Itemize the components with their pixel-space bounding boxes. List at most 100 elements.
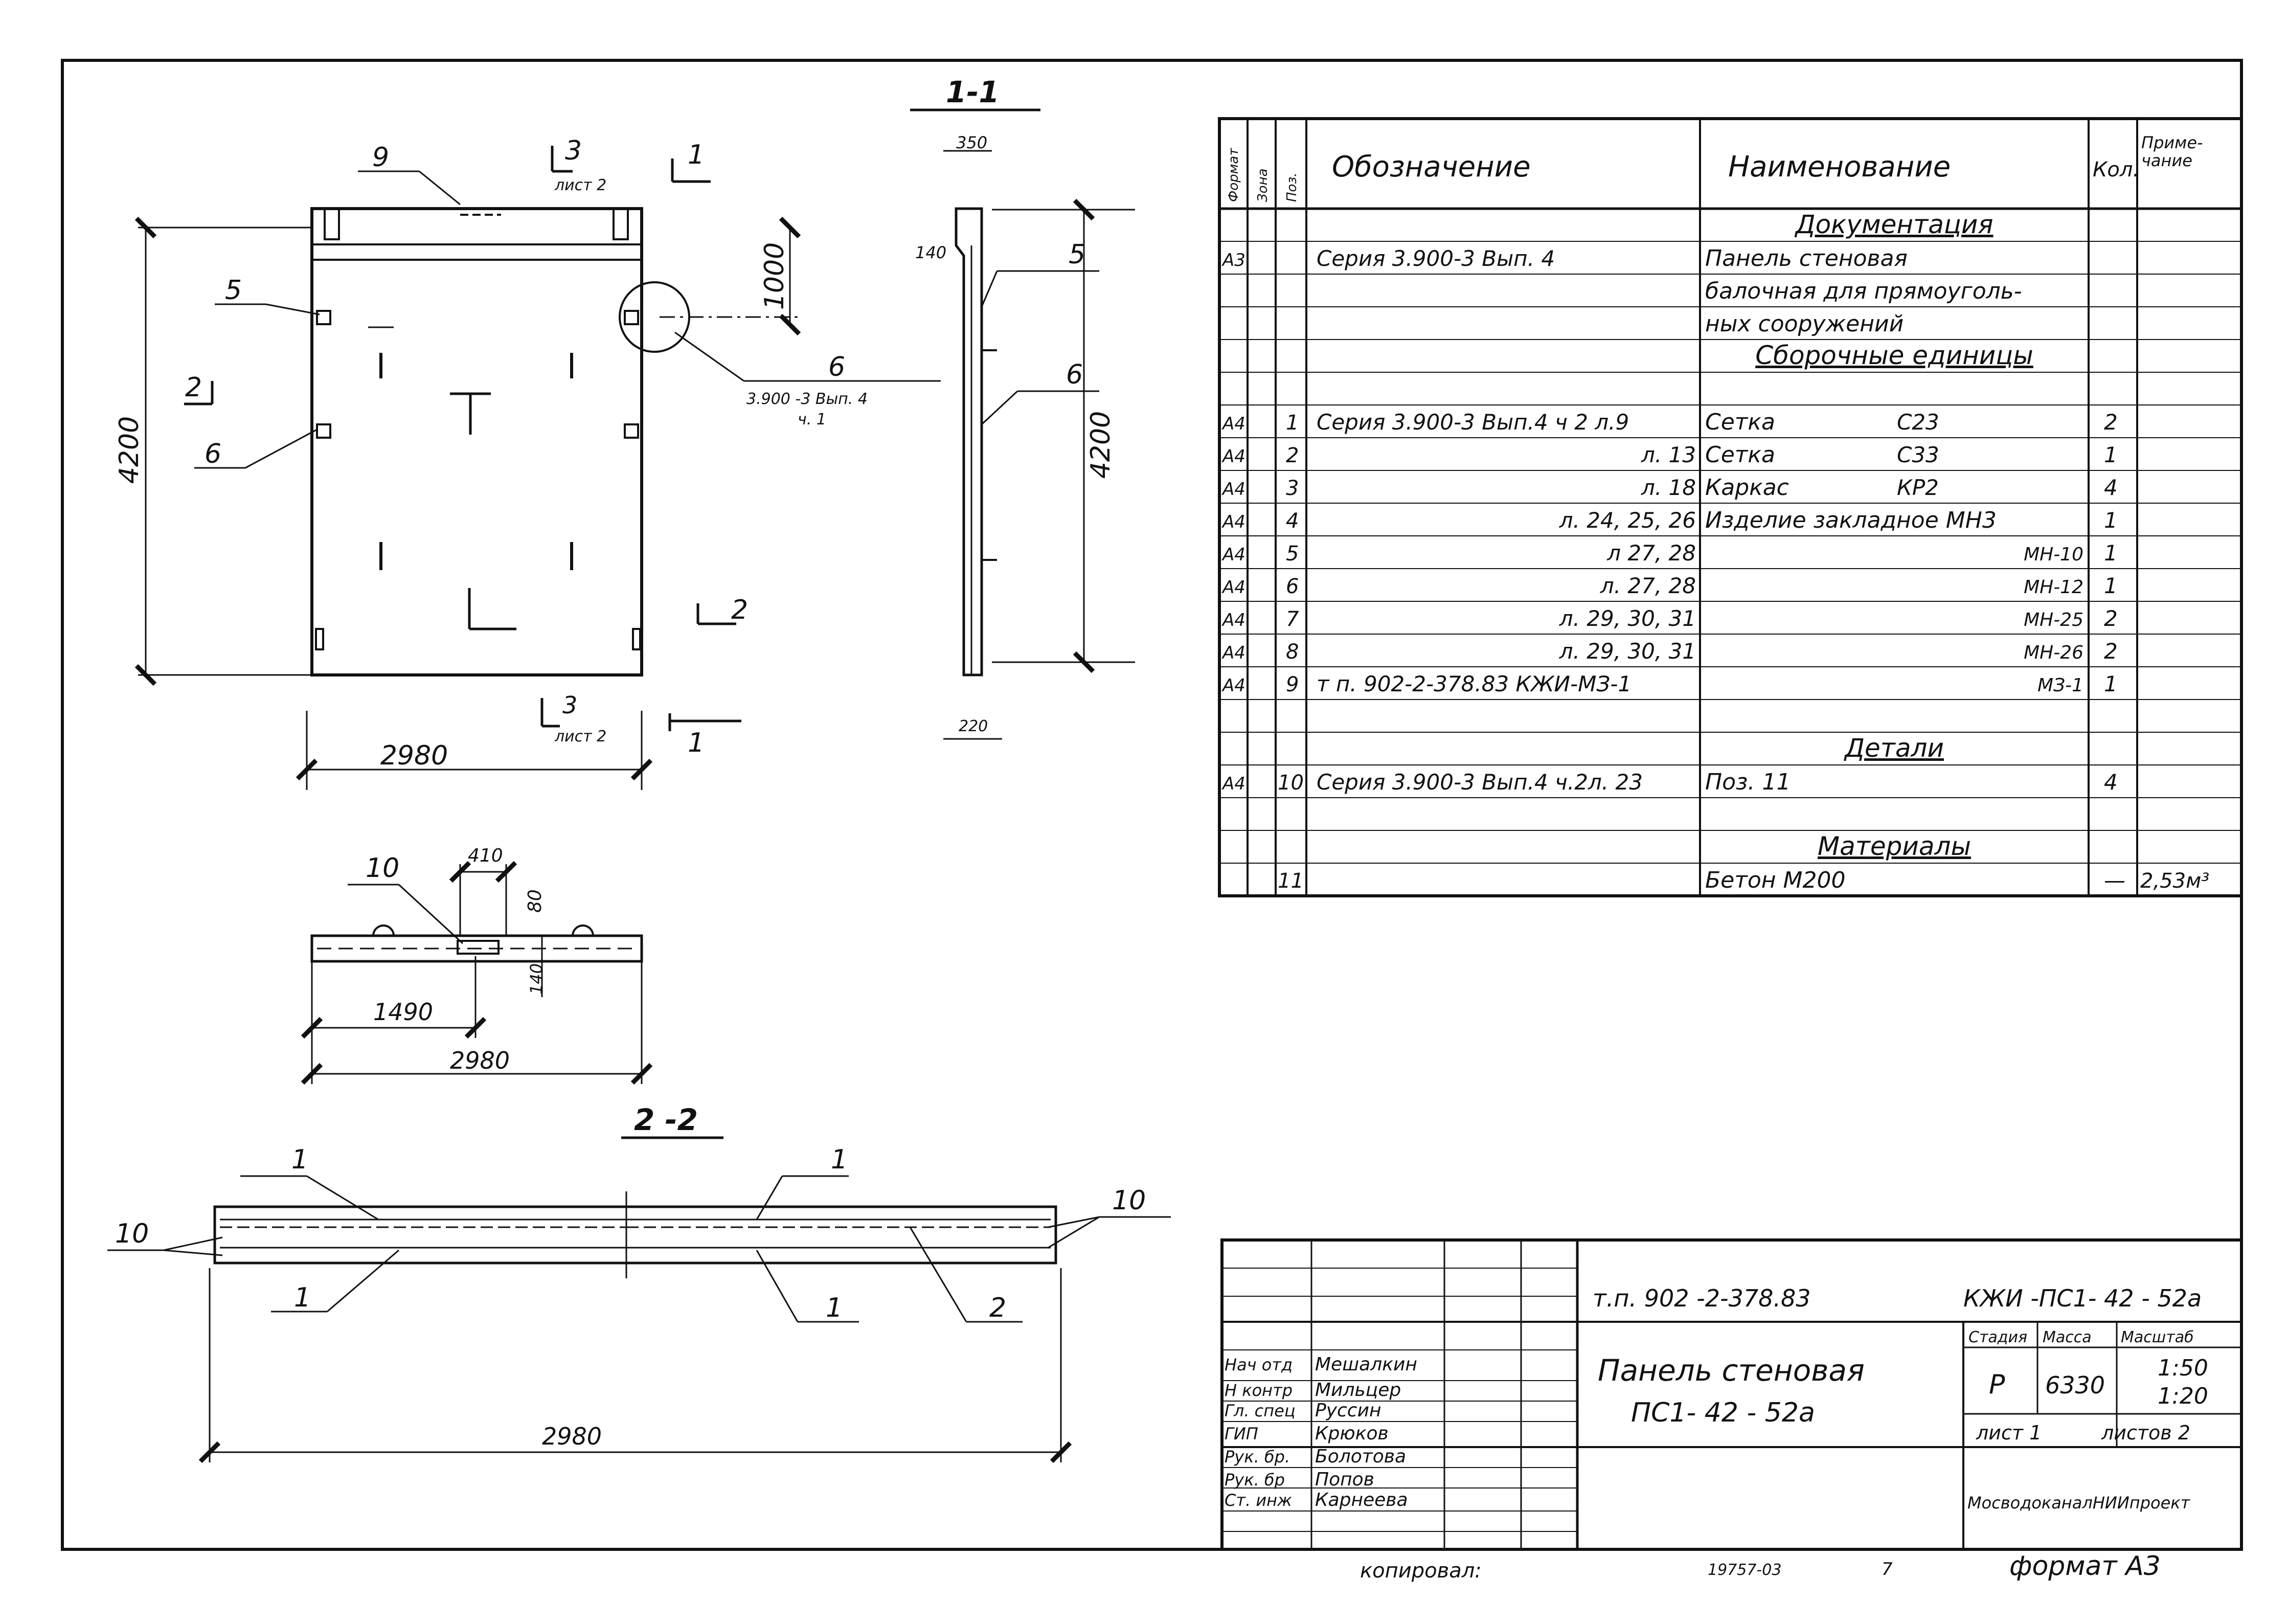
- format-label: формат А3: [2009, 1551, 2161, 1582]
- spec-format: А4: [1221, 545, 1245, 565]
- header-qty: Кол.: [2093, 158, 2139, 182]
- spec-pos: 8: [1286, 640, 1299, 664]
- section-1-1-view: [910, 108, 1135, 740]
- role-name: Мильцер: [1315, 1380, 1401, 1401]
- section-2-2-title: 2 -2: [634, 1102, 698, 1137]
- spec-name: МН-25: [2024, 610, 2083, 630]
- node-circle: [619, 281, 690, 353]
- front-view-labels: 4200 2980 1000 9 5 6 2 2 3 лист 2 1 3 ли…: [114, 136, 868, 771]
- role-name: Руссин: [1315, 1400, 1381, 1421]
- header-designation: Обозначение: [1332, 150, 1531, 184]
- callout-2-left: 2: [185, 372, 202, 403]
- spec-name: балочная для прямоуголь-: [1705, 278, 2022, 304]
- callout-5-s: 5: [1069, 239, 1085, 270]
- dim-140-s: 140: [915, 243, 946, 262]
- header-name: Наименование: [1728, 150, 1951, 184]
- spec-name: МН-10: [2024, 544, 2083, 565]
- mass-value: 6330: [2045, 1371, 2105, 1399]
- role-title: Ст. инж: [1225, 1491, 1292, 1510]
- spec-name: Изделие закладное МН3: [1705, 507, 1997, 533]
- dim-350: 350: [956, 133, 987, 152]
- plan-view: [301, 861, 653, 1085]
- section-1-bot: 1: [688, 728, 705, 758]
- plan-callout-10: 10: [366, 853, 399, 884]
- scale-value-1: 1:50: [2158, 1355, 2208, 1381]
- s22-callout-1d: 1: [826, 1293, 843, 1323]
- spec-designation: л. 29, 30, 31: [1559, 606, 1696, 631]
- role-name: Болотова: [1315, 1446, 1406, 1467]
- dim-1490: 1490: [373, 998, 433, 1026]
- spec-frame: [1218, 117, 2243, 897]
- spec-name: МЗ-1: [2037, 675, 2083, 696]
- spec-designation: л. 29, 30, 31: [1559, 639, 1696, 664]
- spec-format: А4: [1221, 774, 1245, 794]
- spec-designation: т п. 902-2-378.83 КЖИ-МЗ-1: [1317, 671, 1632, 696]
- spec-qty: 2: [2104, 410, 2118, 435]
- spec-designation: л 27, 28: [1606, 540, 1696, 566]
- spec-name: Панель стеновая: [1705, 245, 1908, 272]
- s22-callout-1b: 1: [831, 1144, 848, 1175]
- spec-section-heading: Детали: [1844, 733, 1944, 763]
- spec-section-heading: Сборочные единицы: [1755, 341, 2033, 370]
- spec-format: А4: [1221, 479, 1245, 500]
- mass-label: Масса: [2043, 1328, 2092, 1346]
- spec-designation: Серия 3.900-3 Вып.4 ч 2 л.9: [1317, 410, 1629, 435]
- project-number: т.п. 902 -2-378.83: [1593, 1284, 1811, 1312]
- stage-value: Р: [1989, 1369, 2005, 1400]
- spec-pos: 3: [1286, 477, 1299, 500]
- callout-6-s: 6: [1066, 359, 1083, 390]
- spec-name: Каркас: [1705, 475, 1789, 501]
- spec-name-mark: С33: [1897, 442, 1939, 467]
- spec-name: Сетка: [1705, 442, 1775, 468]
- section-3-bot: 3: [562, 691, 577, 719]
- spec-pos: 2: [1286, 444, 1299, 467]
- spec-format: А4: [1221, 577, 1245, 598]
- spec-note: 2,53м³: [2140, 869, 2209, 893]
- spec-format: А3: [1221, 250, 1245, 270]
- title-block: [1220, 1238, 2243, 1551]
- header-format: Формат: [1226, 148, 1241, 202]
- s22-callout-10-left: 10: [115, 1219, 149, 1249]
- section-1-1-labels: 1-1 350 140 5 6 4200 220: [915, 75, 1116, 735]
- callout-5: 5: [225, 275, 242, 306]
- page-number: 7: [1882, 1559, 1893, 1580]
- section-3-bot-sheet: лист 2: [554, 728, 606, 746]
- role-title: Нач отд: [1225, 1355, 1293, 1374]
- spec-designation: л. 18: [1641, 475, 1696, 500]
- organization: МосводоканалНИИпроект: [1967, 1493, 2191, 1513]
- dim-2980-p: 2980: [450, 1047, 510, 1074]
- spec-qty: 1: [2104, 671, 2118, 696]
- title-line-1: Панель стеновая: [1598, 1353, 1865, 1388]
- dim-height-4200: 4200: [114, 416, 145, 484]
- title-block-text: т.п. 902 -2-378.83 КЖИ -ПС1- 42 - 52а Па…: [1593, 1284, 2208, 1513]
- callout-9: 9: [372, 142, 389, 173]
- role-title: Рук. бр.: [1225, 1447, 1290, 1467]
- spec-designation: л. 24, 25, 26: [1559, 508, 1696, 533]
- spec-format: А4: [1221, 446, 1245, 467]
- spec-pos: 11: [1278, 869, 1304, 893]
- spec-qty: 1: [2104, 540, 2118, 566]
- role-name: Карнеева: [1315, 1490, 1408, 1510]
- spec-pos: 10: [1278, 771, 1304, 795]
- spec-format: А4: [1221, 675, 1245, 696]
- section-2-2-labels: 2 -2 1 1 1 1 2 10 10 2980: [115, 1102, 1146, 1450]
- spec-qty: 4: [2104, 475, 2118, 500]
- front-view: [134, 146, 941, 790]
- s22-callout-1c: 1: [294, 1282, 311, 1313]
- dim-410: 410: [468, 845, 503, 866]
- sheet-count: листов 2: [2101, 1422, 2190, 1444]
- header-pos: Поз.: [1284, 172, 1300, 202]
- panel-outline: [310, 207, 643, 676]
- spec-qty: —: [2104, 868, 2125, 893]
- role-title: Н контр: [1225, 1381, 1293, 1400]
- spec-name-mark: КР2: [1897, 475, 1939, 500]
- spec-name: МН-12: [2024, 577, 2083, 598]
- role-name: Попов: [1315, 1469, 1374, 1490]
- section-2-2-view: [107, 1136, 1171, 1463]
- role-title: Рук. бр: [1225, 1470, 1285, 1490]
- spec-pos: 5: [1286, 542, 1299, 566]
- callout-6: 6: [205, 439, 221, 469]
